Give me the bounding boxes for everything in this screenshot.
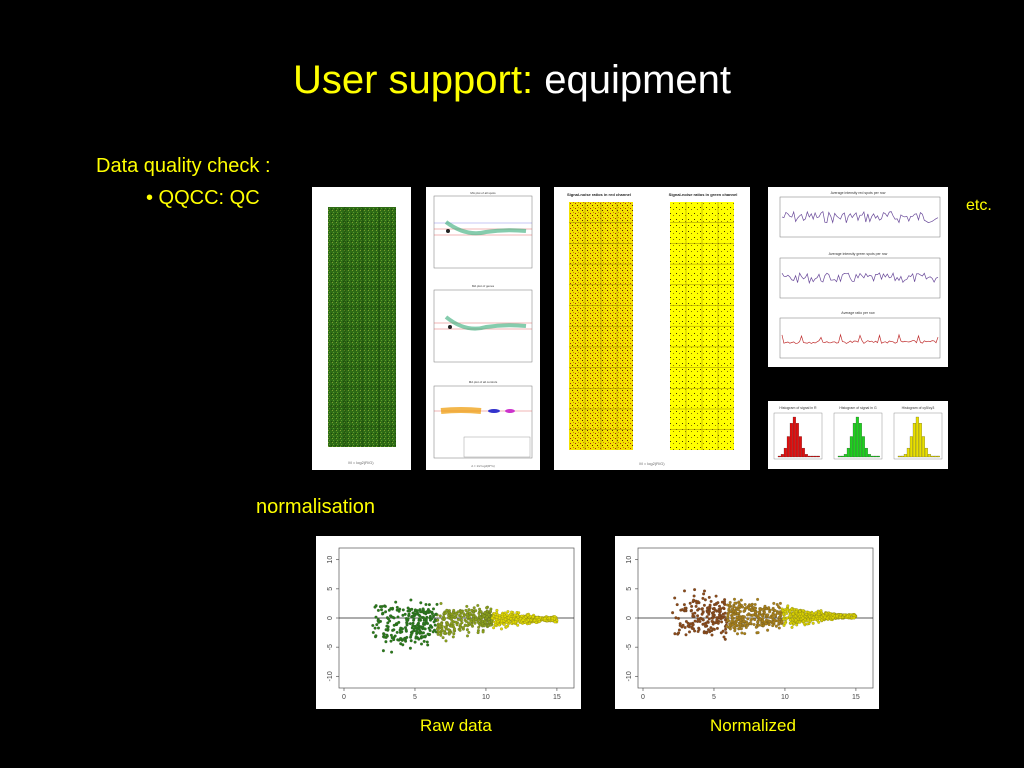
svg-text:10: 10 [327,556,334,564]
svg-text:15: 15 [553,694,561,701]
etc-label: etc. [966,197,992,214]
ma-plot-raw-panel: 10 5 0 -5 -10 0 5 10 15 [316,536,581,709]
svg-text:5: 5 [712,694,716,701]
array-image-green-panel: M = log2(R/G) [312,187,411,470]
signal-noise-arrays: Signal-noise ratios in red channel Signa… [567,192,738,466]
svg-text:5: 5 [327,587,334,591]
svg-text:10: 10 [482,694,490,701]
svg-text:0: 0 [327,616,334,620]
qc-bullet: • QQCC: QC [146,187,260,209]
intensity-lines-panel: Average intensity red spots per row Aver… [768,187,948,367]
svg-text:10: 10 [781,694,789,701]
svg-text:A = 1/2 log2(R*G): A = 1/2 log2(R*G) [471,464,495,468]
ma-subplot-1: MA plot of all spots [433,191,533,269]
array-image-green: M = log2(R/G) [328,207,396,465]
svg-text:0: 0 [342,694,346,701]
svg-text:0: 0 [626,616,633,620]
qc-heading: Data quality check : [96,155,271,177]
ma-plot-normalized-panel: 10 5 0 -5 -10 0 5 10 15 [615,536,879,709]
ma-plot-normalized-points [671,588,858,641]
svg-text:Signal-noise ratios in green c: Signal-noise ratios in green channel [669,192,738,197]
svg-text:15: 15 [852,694,860,701]
svg-text:Signal-noise ratios in red cha: Signal-noise ratios in red channel [567,192,631,197]
svg-text:Histogram of signal in G: Histogram of signal in G [839,406,877,410]
ma-plots-qc: MA plot of all spots MA plot of genes MA… [433,191,533,468]
ma-plots-qc-panel: MA plot of all spots MA plot of genes MA… [426,187,540,470]
svg-text:Average intensity red spots pe: Average intensity red spots per row [831,191,886,195]
normalized-label: Normalized [710,716,796,735]
svg-text:0: 0 [641,694,645,701]
ma-subplot-2: MA plot of genes [433,284,533,363]
ma-plot-raw: 10 5 0 -5 -10 0 5 10 15 [327,547,575,701]
svg-text:-10: -10 [626,671,633,681]
svg-text:-5: -5 [327,644,334,650]
raw-data-label: Raw data [420,716,492,735]
svg-text:Histogram of cy5/cy3: Histogram of cy5/cy3 [902,406,935,410]
intensity-lines: Average intensity red spots per row Aver… [779,191,941,359]
title-part2: equipment [544,58,732,102]
title-part1: User support: [292,58,534,102]
svg-text:5: 5 [413,694,417,701]
svg-text:-10: -10 [327,671,334,681]
ma-plot-raw-points [371,598,559,654]
svg-text:MA plot of genes: MA plot of genes [472,284,495,288]
svg-text:Average ratio per row: Average ratio per row [841,311,875,315]
slide-title: User support: equipment [0,58,1024,103]
svg-text:5: 5 [626,587,633,591]
ma-subplot-3: MA plot of all controls [433,380,533,459]
signal-noise-panel: Signal-noise ratios in red channel Signa… [554,187,750,470]
svg-text:M = log2(R/G): M = log2(R/G) [639,461,665,466]
svg-text:Histogram of signal in R: Histogram of signal in R [779,406,817,410]
svg-text:-5: -5 [626,644,633,650]
svg-text:Average intensity green spots: Average intensity green spots per row [829,252,888,256]
svg-text:M = log2(R/G): M = log2(R/G) [348,460,374,465]
svg-text:MA plot of all spots: MA plot of all spots [470,191,496,195]
histograms: Histogram of signal in R Histogram of si… [773,406,943,460]
norm-heading: normalisation [256,496,375,518]
histograms-panel: Histogram of signal in R Histogram of si… [768,401,948,469]
ma-plot-normalized: 10 5 0 -5 -10 0 5 10 15 [626,547,874,701]
svg-text:10: 10 [626,556,633,564]
svg-text:MA plot of all controls: MA plot of all controls [469,380,498,384]
